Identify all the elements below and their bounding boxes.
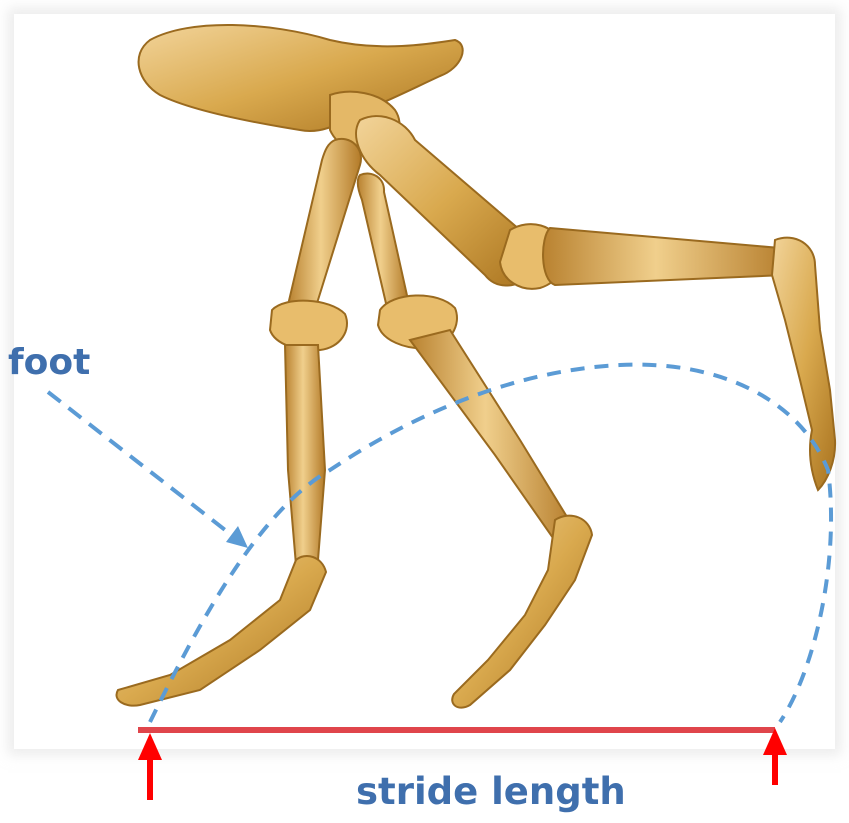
foot-pointer-arrow [48,392,248,548]
stride-length-label: stride length [356,770,626,813]
stride-end-arrow [763,728,787,785]
foot-label: foot [8,342,90,383]
front-leg-left [117,139,361,706]
stride-start-arrow [138,733,162,800]
pelvis-bone [139,25,463,152]
